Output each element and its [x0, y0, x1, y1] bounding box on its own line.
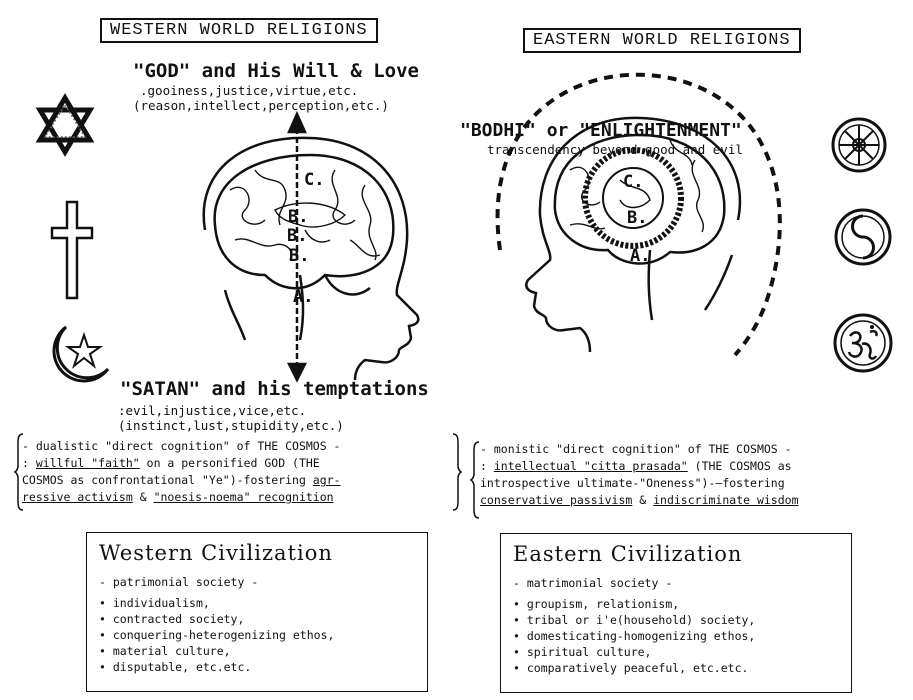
- western-panel-agr: agr-: [313, 473, 341, 487]
- western-civ-subtitle: - patrimonial society -: [99, 575, 415, 589]
- eastern-label-a: A.: [630, 246, 650, 266]
- eastern-panel-line2-post: (THE COSMOS as: [688, 459, 792, 473]
- western-panel-noesis: "noesis-noema" recognition: [154, 490, 334, 504]
- list-item: domesticating-homogenizing ethos,: [513, 628, 839, 644]
- western-panel-activism: ressive activism: [22, 490, 133, 504]
- western-title: WESTERN WORLD RELIGIONS: [100, 18, 378, 43]
- list-item: disputable, etc.etc.: [99, 659, 415, 675]
- eastern-title: EASTERN WORLD RELIGIONS: [523, 28, 801, 53]
- list-item: individualism,: [99, 595, 415, 611]
- eastern-civ-list: groupism, relationism, tribal or i'e(hou…: [513, 596, 839, 676]
- western-civilization-box: Western Civilization - patrimonial socie…: [86, 532, 428, 692]
- list-item: comparatively peaceful, etc.etc.: [513, 660, 839, 676]
- western-panel-line4: ressive activism & "noesis-noema" recogn…: [22, 489, 341, 506]
- om-icon: [832, 312, 894, 374]
- eastern-label-c: C.: [623, 172, 643, 192]
- god-heading: "GOD" and His Will & Love: [133, 60, 419, 82]
- crescent-star-icon: [38, 323, 113, 388]
- western-panel-line4-mid: &: [133, 490, 154, 504]
- western-civ-title: Western Civilization: [99, 541, 415, 565]
- western-label-a: A.: [293, 287, 313, 307]
- satan-line1: :evil,injustice,vice,etc.: [118, 403, 306, 418]
- western-panel-line3: COSMOS as confrontational "Ye")-fosterin…: [22, 472, 341, 489]
- western-label-b1: B.: [288, 207, 308, 227]
- eastern-panel-left-brace: [470, 440, 480, 520]
- western-panel-line2-post: on a personified GOD (THE: [140, 456, 320, 470]
- eastern-panel-line2: : intellectual "citta prasada" (THE COSM…: [480, 458, 799, 475]
- eastern-label-b: B.: [627, 208, 647, 228]
- dharma-wheel-icon: [830, 116, 888, 174]
- eastern-description: - monistic "direct cognition" of THE COS…: [480, 441, 799, 509]
- list-item: contracted society,: [99, 611, 415, 627]
- eastern-panel-line3: introspective ultimate-"Oneness")-—foste…: [480, 475, 799, 492]
- western-label-b3: B.: [289, 246, 309, 266]
- western-panel-line3-pre: COSMOS as confrontational "Ye")-fosterin…: [22, 473, 313, 487]
- god-line1: .gooiness,justice,virtue,etc.: [140, 83, 358, 98]
- eastern-civilization-box: Eastern Civilization - matrimonial socie…: [500, 533, 852, 693]
- list-item: material culture,: [99, 643, 415, 659]
- star-of-david-icon: [35, 95, 95, 155]
- eastern-panel-line2-pre: :: [480, 459, 494, 473]
- eastern-civ-subtitle: - matrimonial society -: [513, 576, 839, 590]
- western-description: - dualistic "direct cognition" of THE CO…: [22, 438, 341, 506]
- eastern-panel-wisdom: indiscriminate wisdom: [653, 493, 798, 507]
- list-item: spiritual culture,: [513, 644, 839, 660]
- western-label-c: C.: [304, 170, 324, 190]
- list-item: conquering-heterogenizing ethos,: [99, 627, 415, 643]
- list-item: tribal or i'e(household) society,: [513, 612, 839, 628]
- eastern-panel-line4-mid: &: [632, 493, 653, 507]
- western-civ-list: individualism, contracted society, conqu…: [99, 595, 415, 675]
- western-panel-right-brace: [452, 432, 462, 512]
- western-panel-line2: : willful "faith" on a personified GOD (…: [22, 455, 341, 472]
- eastern-panel-passivism: conservative passivism: [480, 493, 632, 507]
- satan-heading: "SATAN" and his temptations: [120, 378, 429, 400]
- western-label-b2: B.: [287, 226, 307, 246]
- list-item: groupism, relationism,: [513, 596, 839, 612]
- yin-yang-icon: [833, 207, 893, 267]
- satan-line2: (instinct,lust,stupidity,etc.): [118, 418, 344, 433]
- western-panel-faith: willful "faith": [36, 456, 140, 470]
- eastern-civ-title: Eastern Civilization: [513, 542, 839, 566]
- eastern-panel-line4: conservative passivism & indiscriminate …: [480, 492, 799, 509]
- cross-icon: [50, 200, 94, 300]
- western-panel-line1: - dualistic "direct cognition" of THE CO…: [22, 438, 341, 455]
- eastern-panel-citta: intellectual "citta prasada": [494, 459, 688, 473]
- western-panel-line2-pre: :: [22, 456, 36, 470]
- eastern-panel-line1: - monistic "direct cognition" of THE COS…: [480, 441, 799, 458]
